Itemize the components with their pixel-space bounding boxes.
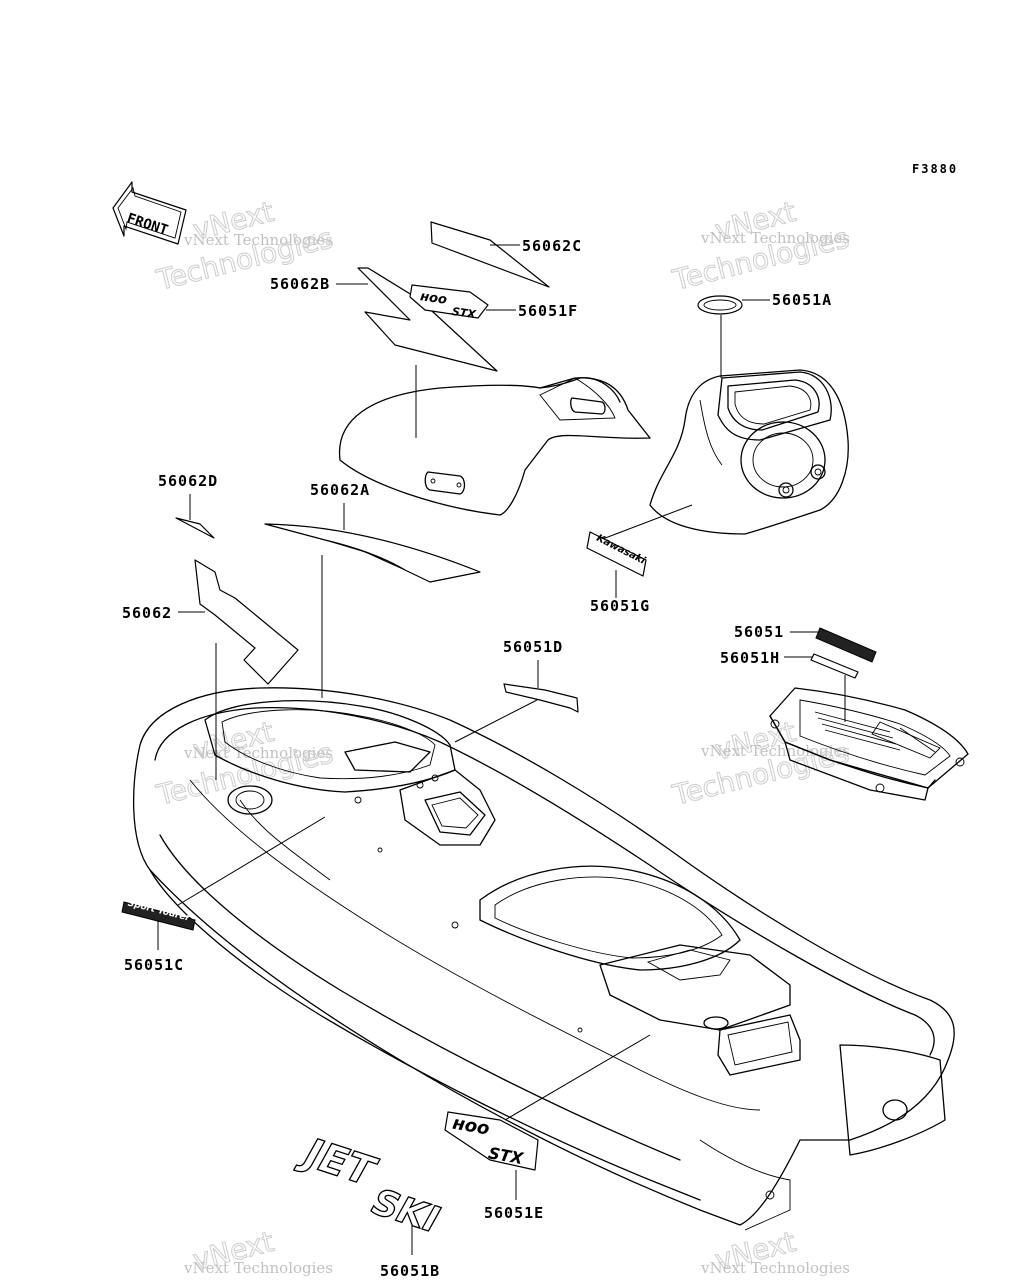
logo-badge-56051a [697, 295, 743, 315]
seat-cover [338, 377, 651, 516]
stripe-decal-56062 [194, 559, 299, 685]
watermark-bottom-right: vNext vNext Technologies [700, 1224, 850, 1277]
label-56051f: 56051F [518, 302, 578, 320]
svg-text:vNext Technologies: vNext Technologies [700, 229, 850, 247]
label-56062d: 56062D [158, 472, 218, 490]
strip-decal-56051 [815, 627, 877, 663]
svg-text:vNext Technologies: vNext Technologies [700, 742, 850, 760]
logo-badge-56051f: ноо STX [409, 284, 489, 321]
svg-text:STX: STX [451, 305, 477, 321]
svg-text:vNext Technologies: vNext Technologies [700, 1259, 850, 1277]
label-56051b: 56051B [380, 1262, 440, 1280]
label-56051e: 56051E [484, 1204, 544, 1222]
stripe-decal-56062d [175, 517, 215, 539]
figure-code: F3880 [912, 162, 958, 176]
watermark-top-left: vNext vNext Technologies Technologies [152, 194, 336, 297]
stripe-decal-56062b [357, 267, 498, 372]
label-56051: 56051 [734, 623, 784, 641]
strip-decal-56051d [503, 683, 579, 713]
svg-text:JET: JET [293, 1128, 383, 1196]
watermark-mid-left: vNext vNext Technologies Technologies [152, 714, 336, 812]
strip-decal-56051h [810, 653, 859, 679]
label-56051a: 56051A [772, 291, 832, 309]
watermark-top-right: vNext vNext Technologies Technologies [668, 194, 852, 297]
stripe-decal-56062a [264, 523, 481, 583]
watermark-mid-right: vNext vNext Technologies Technologies [668, 714, 852, 812]
watermark-bottom-left: vNext vNext Technologies [183, 1224, 333, 1277]
svg-text:ноо: ноо [419, 289, 448, 308]
label-56051h: 56051H [720, 649, 780, 667]
svg-text:vNext Technologies: vNext Technologies [183, 1259, 333, 1277]
kawasaki-badge-56051g: Kawasaki [586, 531, 647, 577]
label-56062a: 56062A [310, 481, 370, 499]
stripe-decal-56062c [430, 221, 550, 288]
label-56051c: 56051C [124, 956, 184, 974]
label-56051g: 56051G [590, 597, 650, 615]
label-56062c: 56062C [522, 237, 582, 255]
logo-badge-56051e: ноо STX [444, 1111, 539, 1171]
svg-text:SKI: SKI [367, 1182, 444, 1242]
svg-text:vNext Technologies: vNext Technologies [183, 231, 333, 249]
jet-ski-hull [133, 687, 955, 1231]
label-56062: 56062 [122, 604, 172, 622]
jetski-logo-56051b: JET SKI [292, 1127, 444, 1242]
storage-cover-panel [769, 687, 969, 801]
label-56062b: 56062B [270, 275, 330, 293]
label-56051d: 56051D [503, 638, 563, 656]
hood-cover [649, 369, 849, 535]
front-arrow-icon: FRONT [112, 181, 187, 245]
